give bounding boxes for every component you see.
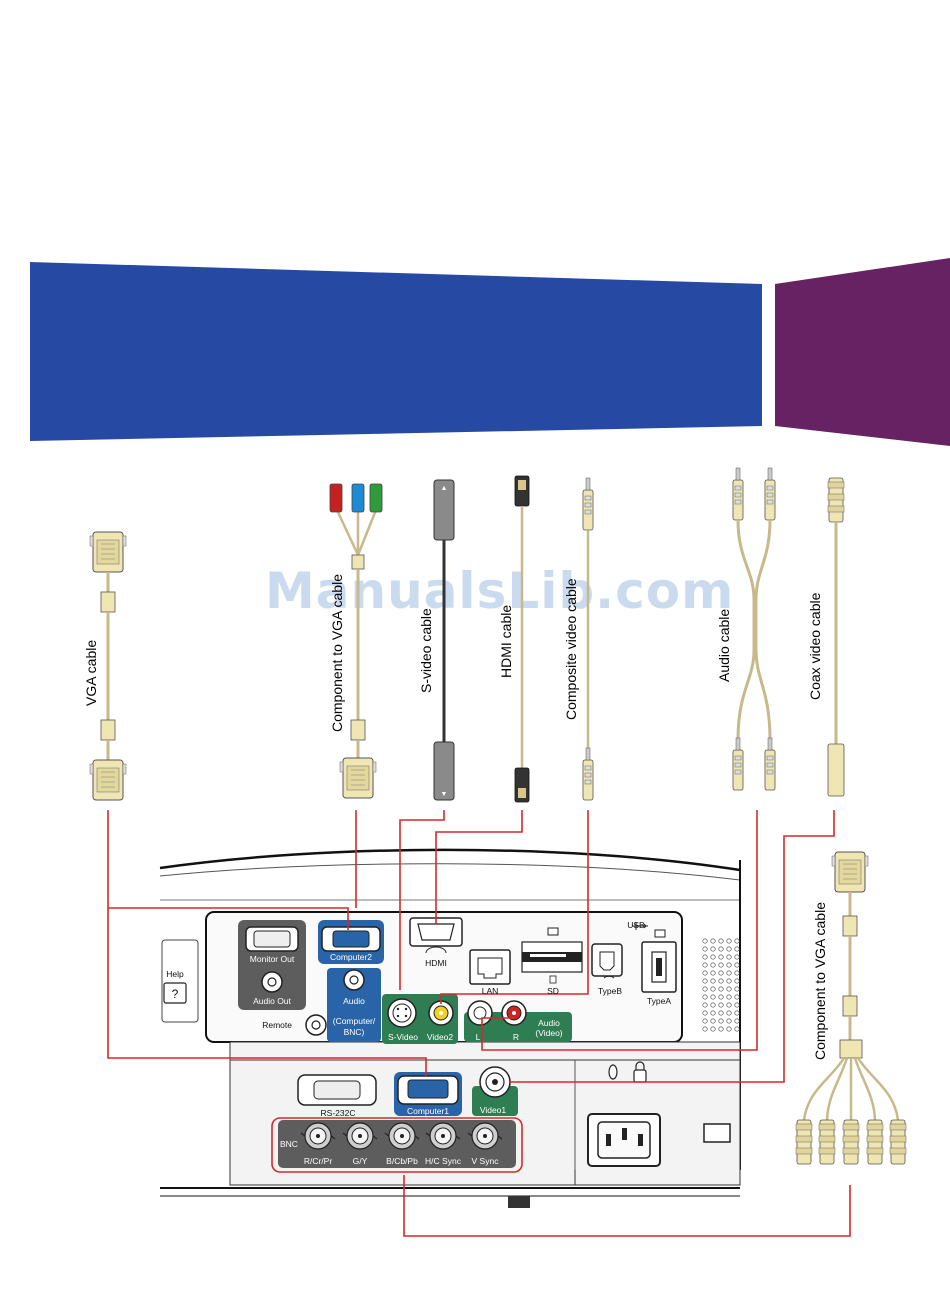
label-audio-video: Audio <box>538 1018 560 1028</box>
label-remote: Remote <box>262 1020 292 1030</box>
label-video1: Video1 <box>480 1105 507 1115</box>
label-usb: USB <box>627 920 645 930</box>
label-audio-video-sub: (Video) <box>535 1028 562 1038</box>
hdmi-port <box>409 917 463 947</box>
label-lan: LAN <box>482 986 499 996</box>
label-l: L <box>476 1032 481 1042</box>
label-help-key: ? <box>172 987 179 1001</box>
label-audio-sub2: BNC) <box>344 1027 365 1037</box>
hdmi-symbol <box>425 946 447 954</box>
label-help: Help <box>166 969 184 979</box>
label-r: R <box>513 1032 519 1042</box>
audio-r-jack <box>501 1000 527 1026</box>
usb-typeb-port <box>591 943 623 979</box>
video1-block <box>472 1086 518 1116</box>
vent-grille <box>702 938 740 1032</box>
label-component-bnc-cable: Component to VGA cable <box>812 902 828 1060</box>
label-coax-cable: Coax video cable <box>807 592 823 700</box>
label-hdmi-cable: HDMI cable <box>498 605 514 678</box>
composite-cable <box>582 477 594 801</box>
line-coax <box>510 810 835 1083</box>
label-audio: Audio <box>343 996 365 1006</box>
coax-cable <box>827 477 845 797</box>
label-computer2: Computer2 <box>330 952 372 962</box>
help-button <box>163 982 187 1004</box>
audio-cable <box>732 467 776 791</box>
label-bnc-bcbpb: B/Cb/Pb <box>386 1156 418 1166</box>
label-audio-cable: Audio cable <box>716 609 732 682</box>
hdmi-cable <box>514 475 530 803</box>
svg-text:▼: ▼ <box>441 791 448 798</box>
label-bnc-gy: G/Y <box>353 1156 368 1166</box>
audio-out-jack <box>261 971 283 993</box>
usb-symbol <box>632 922 648 930</box>
label-typeb: TypeB <box>598 986 622 996</box>
computer2-port <box>321 926 381 952</box>
audio-l-jack <box>467 1000 493 1026</box>
label-bnc-rcrpr: R/Cr/Pr <box>304 1156 333 1166</box>
component-cable <box>329 483 383 799</box>
blue-banner <box>30 262 762 441</box>
svideo-cable: ▲ ▼ <box>433 479 455 801</box>
audio-video-block <box>464 1012 572 1042</box>
audio-computer-jack <box>343 969 365 991</box>
label-audio-out: Audio Out <box>253 996 291 1006</box>
bnc-highlight-box <box>271 1117 523 1173</box>
label-bnc-hcsync: H/C Sync <box>425 1156 462 1166</box>
label-bnc-vsync: V Sync <box>472 1156 500 1166</box>
usb-typea-port <box>641 929 677 993</box>
component-bnc-cable <box>795 851 907 1165</box>
connector-lines <box>107 810 851 1237</box>
svg-text:▲: ▲ <box>441 485 448 492</box>
vga-cable <box>89 531 127 801</box>
line-component-computer2 <box>108 907 349 930</box>
label-video2: Video2 <box>427 1032 454 1042</box>
line-bnc <box>403 1175 851 1237</box>
label-audio-sub1: (Computer/ <box>333 1016 376 1026</box>
rs232c-port <box>297 1074 377 1106</box>
label-sd: SD <box>547 986 559 996</box>
line-svideo <box>399 810 445 990</box>
label-vga-cable: VGA cable <box>83 640 99 706</box>
label-bnc: BNC <box>280 1139 298 1149</box>
line-vga-computer1 <box>107 810 427 1076</box>
label-composite-cable: Composite video cable <box>563 578 579 720</box>
video1-bnc-jack <box>479 1066 511 1098</box>
label-computer1: Computer1 <box>407 1106 449 1116</box>
label-monitor-out: Monitor Out <box>250 954 295 964</box>
label-hdmi-port: HDMI <box>425 958 447 968</box>
video2-jack <box>428 1000 454 1026</box>
line-composite <box>440 810 589 1004</box>
label-typea: TypeA <box>647 996 671 1006</box>
purple-banner <box>775 258 950 446</box>
label-svideo-cable: S-video cable <box>418 608 434 693</box>
remote-jack <box>305 1014 327 1036</box>
svideo-port <box>387 998 417 1028</box>
lan-port <box>469 949 511 985</box>
line-hdmi <box>435 810 523 924</box>
label-svideo-port: S-Video <box>388 1032 418 1042</box>
monitor-out-port <box>245 926 299 952</box>
audio-computer-block <box>327 968 381 1042</box>
computer1-port <box>397 1075 459 1105</box>
sd-slot <box>521 927 583 984</box>
label-rs232c: RS-232C <box>321 1108 356 1118</box>
label-component-cable: Component to VGA cable <box>329 574 345 732</box>
line-audio <box>481 810 758 1051</box>
